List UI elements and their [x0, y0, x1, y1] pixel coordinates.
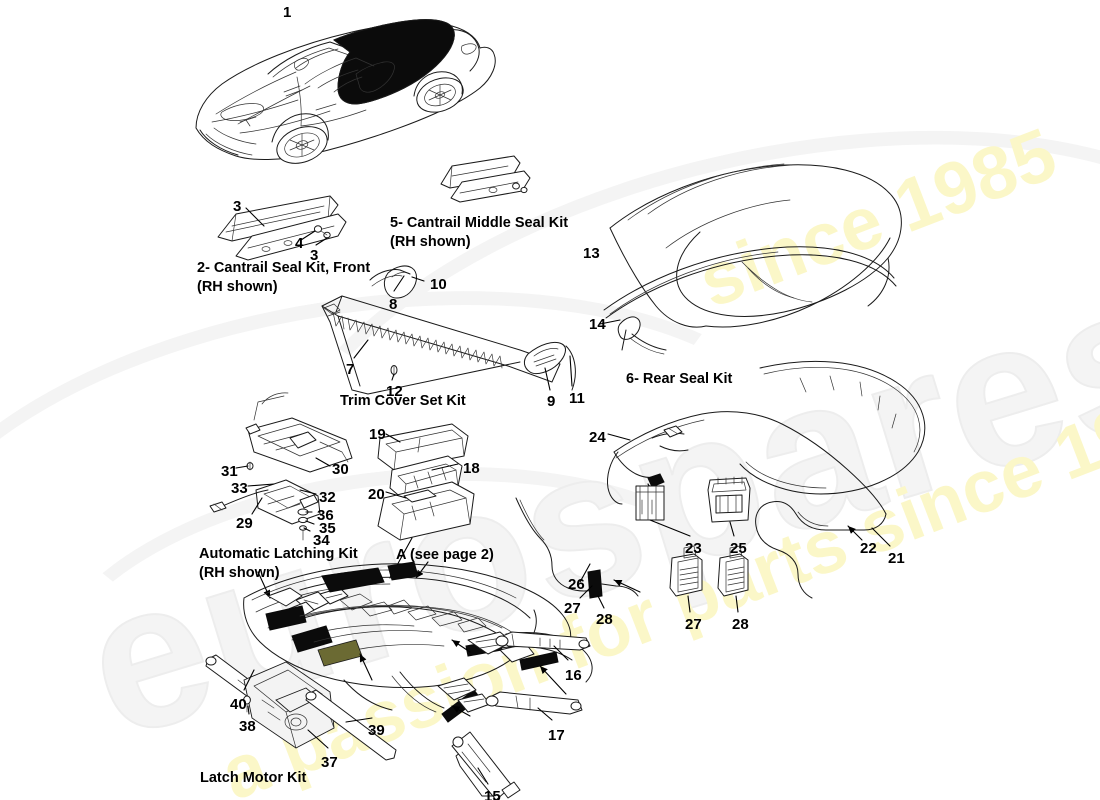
- callout-35: 35: [319, 520, 336, 537]
- callout-36: 36: [317, 507, 334, 524]
- callout-29: 29: [236, 515, 253, 532]
- watermark-tagline-right: since 1985: [687, 111, 1067, 324]
- callout-40: 40: [230, 696, 247, 713]
- watermark-brand: eurospares: [60, 233, 1100, 783]
- callout-26: 26: [568, 576, 585, 593]
- caption-cantrail-middle-seal-kit: 5- Cantrail Middle Seal Kit (RH shown): [390, 215, 569, 250]
- rear-frame-arc: [739, 360, 926, 495]
- callout-9: 9: [547, 393, 556, 410]
- cantrail-middle-seal-kit: [440, 155, 531, 203]
- callout-4: 4: [295, 235, 304, 252]
- callout-33: 33: [231, 480, 248, 497]
- callout-21: 21: [888, 550, 905, 567]
- callout-7: 7: [346, 361, 355, 378]
- callout-30: 30: [332, 461, 349, 478]
- callout-19: 19: [369, 426, 386, 443]
- callout-3a: 3: [233, 198, 242, 215]
- callout-13: 13: [583, 245, 600, 262]
- rear-seal-kit: [599, 246, 897, 355]
- callout-28-inline: 28: [596, 611, 613, 628]
- callout-37: 37: [321, 754, 338, 771]
- caption-cantrail-seal-kit-front: 2- Cantrail Seal Kit, Front (RH shown): [197, 260, 371, 295]
- caption-trim-cover-set-kit: Trim Cover Set Kit: [340, 393, 466, 409]
- caption-rear-seal-kit: 6- Rear Seal Kit: [626, 371, 733, 387]
- hydraulic-cylinders: [451, 631, 591, 800]
- connector-25: [707, 476, 751, 537]
- callout-23: 23: [685, 540, 702, 557]
- callout-31: 31: [221, 463, 238, 480]
- watermark-swoosh-3: [23, 432, 785, 800]
- watermark-swoosh-1: [0, 230, 848, 800]
- caption-see-page-2: A (see page 2): [396, 547, 494, 563]
- callout-18: 18: [463, 460, 480, 477]
- callout-1: 1: [283, 4, 292, 21]
- callout-15: 15: [484, 788, 501, 800]
- front-wheel: [276, 126, 328, 164]
- folded-top-frame-assembly: [243, 561, 593, 723]
- callout-10: 10: [430, 276, 447, 293]
- callout-39: 39: [368, 722, 385, 739]
- callout-25: 25: [730, 540, 747, 557]
- callout-32: 32: [319, 489, 336, 506]
- callout-16: 16: [565, 667, 582, 684]
- vehicle-illustration: [195, 19, 496, 164]
- caption-automatic-latching-kit: Automatic Latching Kit (RH shown): [199, 546, 358, 581]
- rear-wheel: [416, 77, 464, 113]
- callout-38: 38: [239, 718, 256, 735]
- connector-23: [635, 485, 691, 537]
- callout-20: 20: [368, 486, 385, 503]
- callout-34: 34: [313, 532, 330, 549]
- callout-11: 11: [569, 390, 585, 407]
- callout-24: 24: [589, 429, 606, 446]
- callout-27-inline: 27: [564, 600, 581, 617]
- callout-28: 28: [732, 616, 749, 633]
- callout-22: 22: [860, 540, 877, 557]
- callout-14: 14: [589, 316, 606, 333]
- roof-outer-skin: [609, 163, 902, 328]
- callout-27: 27: [685, 616, 702, 633]
- callout-17: 17: [548, 727, 565, 744]
- caption-latch-motor-kit: Latch Motor Kit: [200, 770, 307, 786]
- callout-8: 8: [389, 296, 398, 313]
